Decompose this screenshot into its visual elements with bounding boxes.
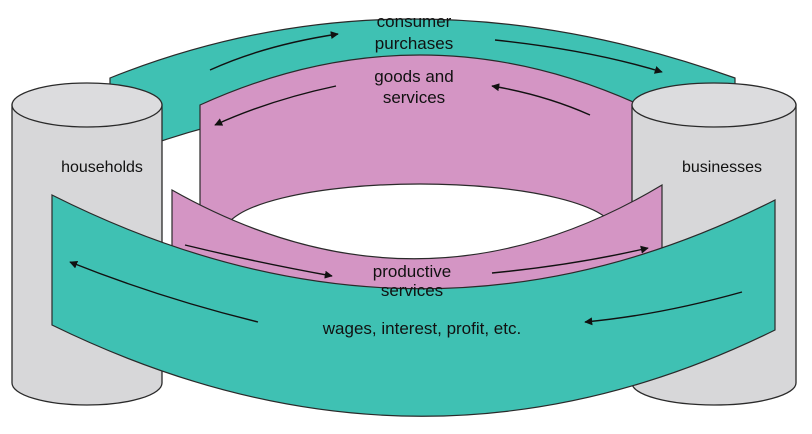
wages-label: wages, interest, profit, etc.: [322, 319, 521, 338]
households-label: households: [61, 159, 143, 176]
wages-band: [51, 194, 776, 417]
productive-services-label-line2: services: [381, 281, 443, 300]
goods-and-services-label-line2: services: [383, 88, 445, 107]
businesses-label: businesses: [682, 159, 762, 176]
productive-services-arrow-left: [184, 244, 333, 279]
goods-and-services-arrow-left: [214, 85, 337, 126]
wages-arrow-right: [584, 291, 743, 326]
consumer-purchases-label-line1: consumer: [377, 12, 452, 31]
wages-arrow-left: [69, 260, 259, 323]
productive-services-label-line1: productive: [373, 262, 451, 281]
consumer-purchases-label-line2: purchases: [375, 34, 453, 53]
consumer-purchases-arrow-right: [494, 39, 663, 74]
goods-and-services-arrow-right: [491, 83, 591, 116]
consumer-purchases-arrow-left: [209, 31, 339, 71]
goods-and-services-label-line1: goods and: [374, 67, 453, 86]
productive-services-arrow-right: [491, 245, 649, 274]
